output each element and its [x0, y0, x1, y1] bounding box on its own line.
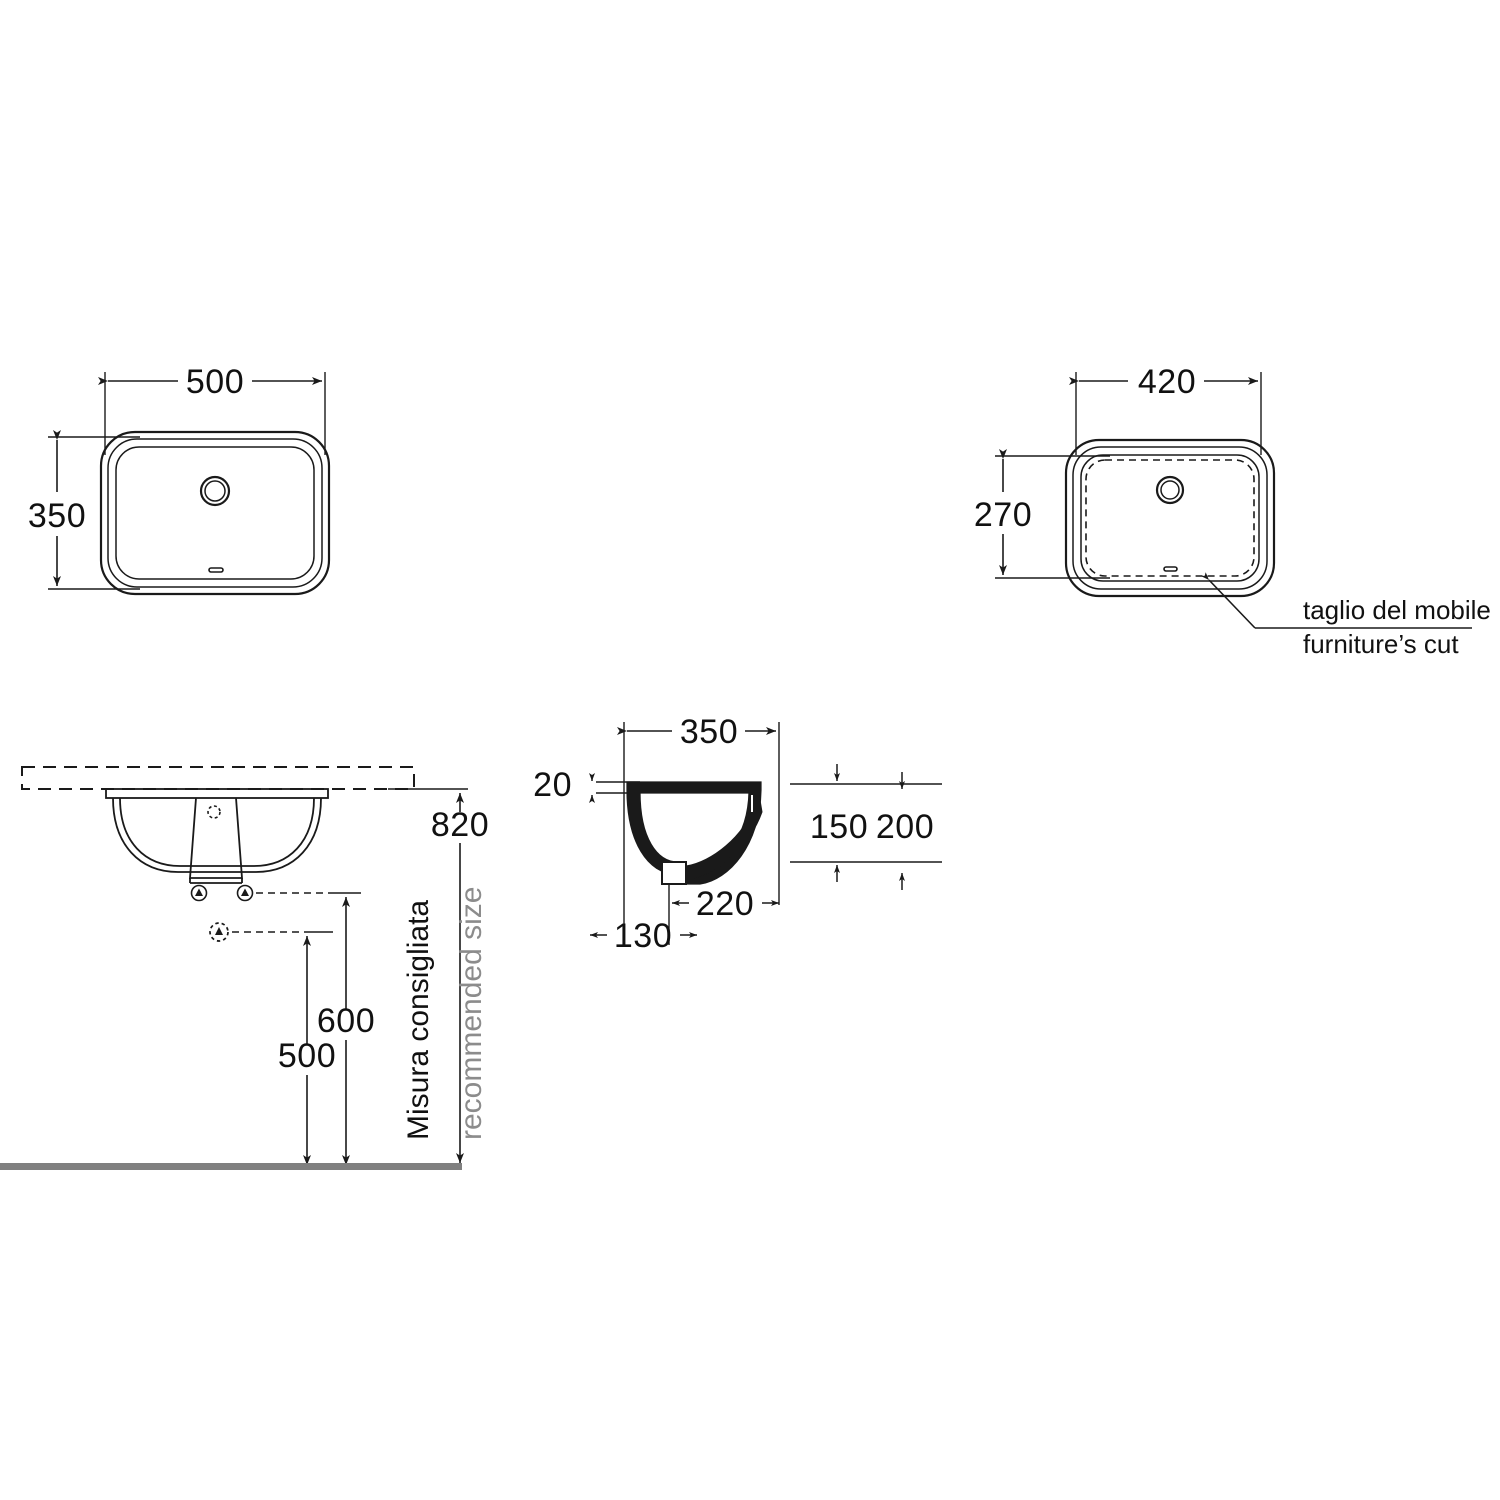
furniture-cut-label-en: furniture’s cut [1303, 629, 1459, 659]
note-misura-consigliata: Misura consigliata [402, 900, 435, 1140]
dimension-label-150: 150 [810, 808, 868, 846]
dimension-20-rim: 20 [533, 766, 595, 804]
basin-plan-outline [99, 430, 331, 596]
dimension-label-350-section: 350 [680, 713, 738, 751]
fixing-marker-left [190, 884, 208, 902]
dimension-label-350-depth: 350 [28, 497, 86, 535]
fixing-marker-right [236, 884, 254, 902]
dimension-220-offset: 220 [672, 885, 779, 923]
view-top-left-plan: 500 350 [28, 363, 331, 596]
overflow-slot-icon [208, 567, 224, 573]
basin-plan-outline-right [1064, 438, 1276, 598]
drain-hole-icon-right [1155, 475, 1185, 505]
dimension-820-height: 820 [431, 793, 489, 1163]
dimension-label-820: 820 [431, 806, 489, 844]
view-bottom-middle-section: 350 20 150 200 [533, 713, 942, 955]
dimension-150-depth: 150 [790, 764, 942, 882]
dimension-label-600: 600 [317, 1002, 375, 1040]
dimension-600-height: 600 [317, 897, 375, 1165]
dimension-label-270-depth: 270 [974, 496, 1032, 534]
dimension-label-220: 220 [696, 885, 754, 923]
note-recommended-size: recommended size [455, 887, 488, 1140]
dimension-label-130: 130 [614, 917, 672, 955]
dimension-270-depth: 270 [974, 449, 1032, 575]
extension-lines-section [596, 722, 780, 945]
dimension-500-height: 500 [278, 936, 336, 1165]
overflow-marker-elevation [207, 805, 221, 819]
view-top-right-plan: 420 270 tag [974, 363, 1491, 659]
dimension-200-depth: 200 [876, 772, 934, 890]
basin-rim-plate [105, 788, 329, 799]
overflow-slot-icon-right [1163, 566, 1178, 572]
basin-section-profile [626, 781, 763, 885]
dimension-350-depth: 350 [28, 430, 86, 586]
dimension-130-offset: 130 [590, 917, 697, 955]
dimension-420-width: 420 [1069, 363, 1258, 401]
furniture-cut-leader-line [1201, 572, 1472, 629]
dimension-label-200: 200 [876, 808, 934, 846]
dimension-label-500-width: 500 [186, 363, 244, 401]
dimension-label-420-width: 420 [1138, 363, 1196, 401]
view-bottom-left-elevation: 600 500 820 Misura consigliata recommend… [0, 766, 489, 1170]
fixing-leader-lines [232, 892, 361, 933]
drain-hole-icon [199, 475, 231, 507]
dimension-350-section-width: 350 [617, 713, 776, 751]
extension-lines-plan-left [48, 372, 326, 590]
dimension-label-20: 20 [533, 766, 572, 804]
fixing-marker-lower-dashed [209, 922, 229, 942]
dimension-500-width: 500 [98, 363, 322, 401]
floor-line [0, 1163, 462, 1170]
dimension-label-500: 500 [278, 1037, 336, 1075]
furniture-cut-label-it: taglio del mobile [1303, 595, 1491, 625]
furniture-cut-outline [1085, 459, 1255, 577]
countertop-dashed [21, 766, 415, 790]
basin-elevation-profile [112, 797, 322, 884]
extension-lines-plan-right [995, 372, 1262, 579]
